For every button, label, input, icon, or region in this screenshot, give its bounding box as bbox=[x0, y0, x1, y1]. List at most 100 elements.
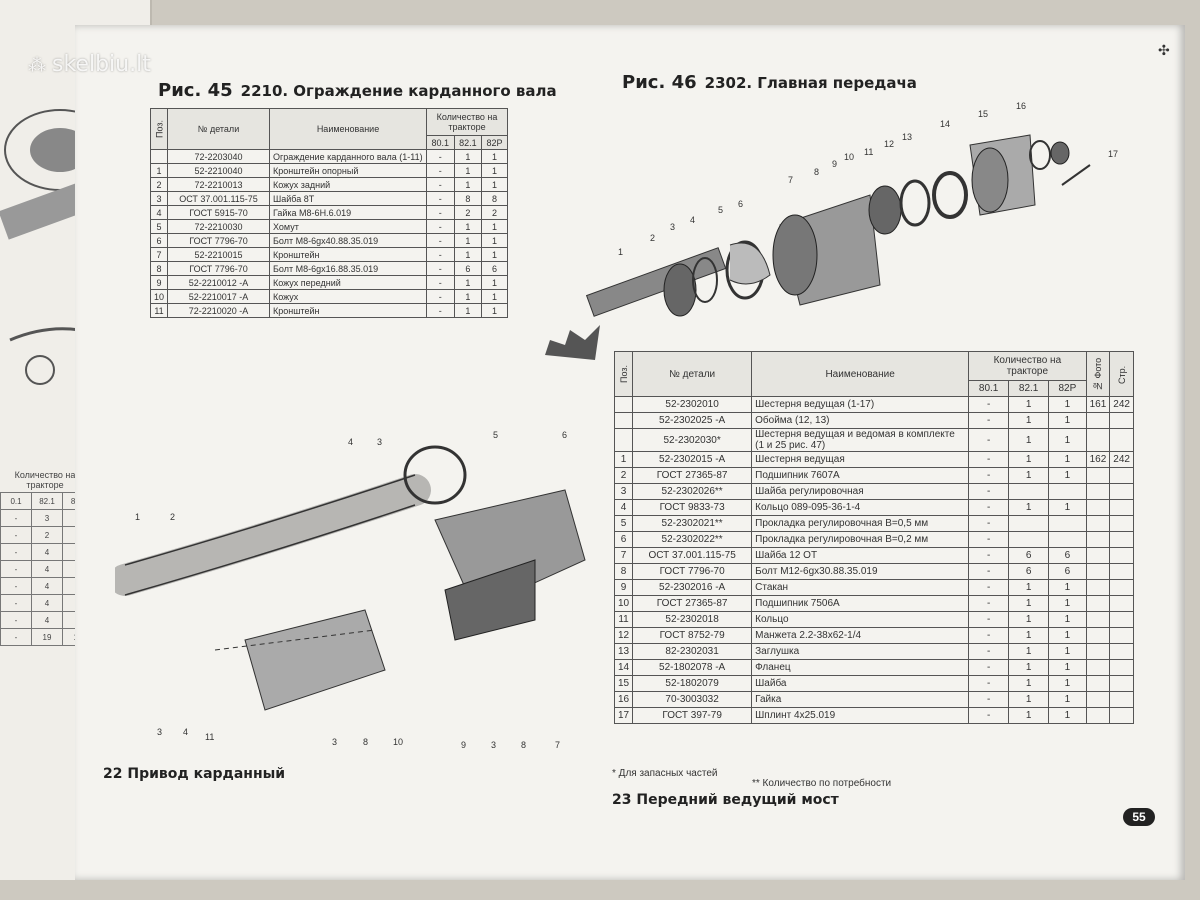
fig45-label-3d: 3 bbox=[491, 740, 496, 750]
cell-name: Шплинт 4х25.019 bbox=[751, 707, 970, 724]
cell-q1: - bbox=[968, 467, 1010, 484]
cell-q3: 1 bbox=[1048, 396, 1087, 413]
cell-page bbox=[1109, 428, 1134, 452]
cell-page bbox=[1109, 412, 1134, 429]
cell-part: 82-2302031 bbox=[632, 643, 753, 660]
left-cell: 2 bbox=[31, 526, 63, 544]
fig45-label-3b: 3 bbox=[157, 727, 162, 737]
left-cell: - bbox=[0, 543, 32, 561]
cell-q1: - bbox=[426, 247, 455, 262]
fig46-label-8: 8 bbox=[814, 167, 819, 177]
cell-q1: - bbox=[968, 515, 1010, 532]
cell-q3: 6 bbox=[1048, 563, 1087, 580]
left-cell: - bbox=[0, 628, 32, 646]
cell-q2 bbox=[1008, 531, 1050, 548]
cell-q3: 1 bbox=[1048, 467, 1087, 484]
cell-pos bbox=[613, 396, 634, 413]
left-cell: 4 bbox=[31, 577, 63, 595]
cell-pos: 13 bbox=[613, 643, 634, 660]
cell-q2: 1 bbox=[453, 247, 483, 262]
cell-part: 52-2302018 bbox=[632, 611, 753, 628]
cell-q1: - bbox=[968, 412, 1010, 429]
fig45-label-11: 11 bbox=[205, 732, 214, 742]
cell-q2: 1 bbox=[453, 289, 483, 304]
cell-pos: 17 bbox=[613, 707, 634, 724]
cell-part: 52-2302022** bbox=[632, 531, 753, 548]
cell-q2: 1 bbox=[1008, 579, 1050, 596]
col-pos: Поз. bbox=[614, 351, 633, 397]
cell-q2: 2 bbox=[453, 205, 483, 220]
fig45-title: 2210. Ограждение карданного вала bbox=[240, 82, 557, 100]
cell-q2: 1 bbox=[453, 177, 483, 192]
fig45-label-5: 5 bbox=[493, 430, 498, 440]
cell-pos bbox=[149, 149, 169, 164]
cell-q2: 1 bbox=[1008, 627, 1050, 644]
cell-pos: 5 bbox=[149, 219, 169, 234]
cell-pos: 6 bbox=[149, 233, 169, 248]
watermark-logo-icon: ⁂ bbox=[28, 55, 46, 76]
cell-name: Заглушка bbox=[751, 643, 970, 660]
cell-q3: 1 bbox=[1048, 579, 1087, 596]
cell-q3: 1 bbox=[481, 163, 508, 178]
cell-photo bbox=[1085, 675, 1111, 692]
fig45-number: Рис. 45 bbox=[158, 80, 233, 101]
left-cell: - bbox=[0, 560, 32, 578]
col-821: 82.1 bbox=[453, 135, 483, 150]
fig46-label-15: 15 bbox=[978, 109, 988, 119]
cell-part: 72-2203040 bbox=[167, 149, 271, 164]
cell-q2: 1 bbox=[1008, 428, 1050, 452]
cell-pos: 3 bbox=[613, 483, 634, 500]
col-name: Наименование bbox=[751, 351, 970, 397]
fig46-drawing: 1 2 3 4 5 6 7 8 9 10 11 12 13 14 15 16 1… bbox=[545, 101, 1118, 360]
cell-q3: 1 bbox=[481, 177, 508, 192]
cell-part: 52-2302010 bbox=[632, 396, 753, 413]
cell-q2: 1 bbox=[1008, 396, 1050, 413]
col-821: 82.1 bbox=[1008, 380, 1050, 397]
cell-q1: - bbox=[968, 451, 1010, 468]
cell-pos: 15 bbox=[613, 675, 634, 692]
cell-page: 242 bbox=[1109, 396, 1134, 413]
cell-photo bbox=[1085, 707, 1111, 724]
cell-q1: - bbox=[426, 289, 455, 304]
cell-q1: - bbox=[968, 563, 1010, 580]
cell-q1: - bbox=[426, 177, 455, 192]
fig46-label-7: 7 bbox=[788, 175, 793, 185]
fig45-drawing: 1 2 4 3 5 6 3 4 11 3 8 10 9 3 8 7 bbox=[115, 430, 586, 750]
cell-pos: 6 bbox=[613, 531, 634, 548]
cell-page bbox=[1109, 691, 1134, 708]
cell-pos: 12 bbox=[613, 627, 634, 644]
cell-photo: 161 bbox=[1085, 396, 1111, 413]
cell-q3: 1 bbox=[1048, 707, 1087, 724]
cell-part: ГОСТ 27365-87 bbox=[632, 595, 753, 612]
left-cell: 19 bbox=[31, 628, 63, 646]
cell-photo bbox=[1085, 643, 1111, 660]
cell-photo bbox=[1085, 659, 1111, 676]
cell-page: 242 bbox=[1109, 451, 1134, 468]
watermark-text: skelbiu.lt bbox=[52, 52, 151, 77]
cell-name: Стакан bbox=[751, 579, 970, 596]
fig46-label-17: 17 bbox=[1108, 149, 1118, 159]
cell-part: 70-3003032 bbox=[632, 691, 753, 708]
fig46-label-13: 13 bbox=[902, 132, 912, 142]
cell-q3: 1 bbox=[481, 219, 508, 234]
fig46-label-12: 12 bbox=[884, 139, 894, 149]
cell-q2: 1 bbox=[1008, 611, 1050, 628]
cell-page bbox=[1109, 643, 1134, 660]
cell-name: Фланец bbox=[751, 659, 970, 676]
col-page: Стр. bbox=[1109, 351, 1134, 397]
cell-part: ГОСТ 9833-73 bbox=[632, 499, 753, 516]
cell-q3: 8 bbox=[481, 191, 508, 206]
col-name: Наименование bbox=[269, 108, 428, 150]
cell-name: Хомут bbox=[269, 219, 428, 234]
cell-photo bbox=[1085, 515, 1111, 532]
